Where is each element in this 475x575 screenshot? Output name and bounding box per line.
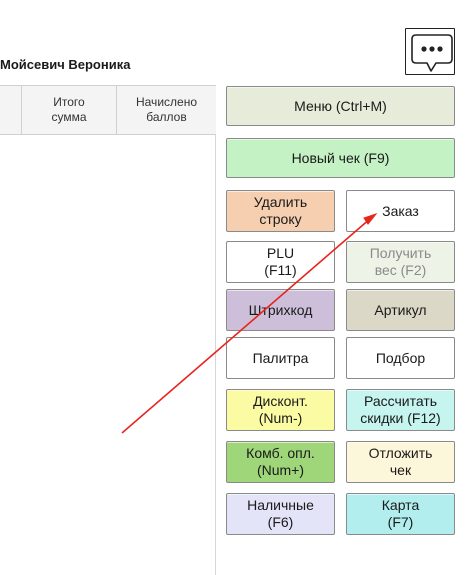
new-receipt-button[interactable]: Новый чек (F9): [226, 138, 455, 178]
article-button[interactable]: Артикул: [346, 289, 455, 331]
delete-row-button[interactable]: Удалить строку: [226, 190, 335, 232]
menu-button[interactable]: Меню (Ctrl+M): [226, 86, 455, 126]
column-header-accrued-points: Начислено баллов: [135, 95, 197, 124]
palette-button[interactable]: Палитра: [226, 337, 335, 379]
receipt-table[interactable]: Итого сумма Начислено баллов: [0, 85, 216, 575]
order-button[interactable]: Заказ: [346, 190, 455, 232]
barcode-button[interactable]: Штрихкод: [226, 289, 335, 331]
calc-discounts-button[interactable]: Рассчитать скидки (F12): [346, 389, 455, 431]
card-button[interactable]: Карта (F7): [346, 493, 455, 535]
speech-bubble-ellipsis-icon: [411, 34, 453, 72]
column-header-total-sum: Итого сумма: [22, 86, 117, 134]
get-weight-button[interactable]: Получить вес (F2): [346, 241, 455, 283]
column-header: [0, 86, 22, 134]
plu-button[interactable]: PLU (F11): [226, 241, 335, 283]
discount-button[interactable]: Дисконт. (Num-): [226, 389, 335, 431]
chat-button[interactable]: [405, 28, 455, 75]
postpone-receipt-button[interactable]: Отложить чек: [346, 441, 455, 483]
cash-button[interactable]: Наличные (F6): [226, 493, 335, 535]
cashier-name: Мойсевич Вероника: [0, 57, 131, 72]
selection-button[interactable]: Подбор: [346, 337, 455, 379]
table-header: Итого сумма Начислено баллов: [0, 85, 216, 135]
combined-payment-button[interactable]: Комб. опл. (Num+): [226, 441, 335, 483]
